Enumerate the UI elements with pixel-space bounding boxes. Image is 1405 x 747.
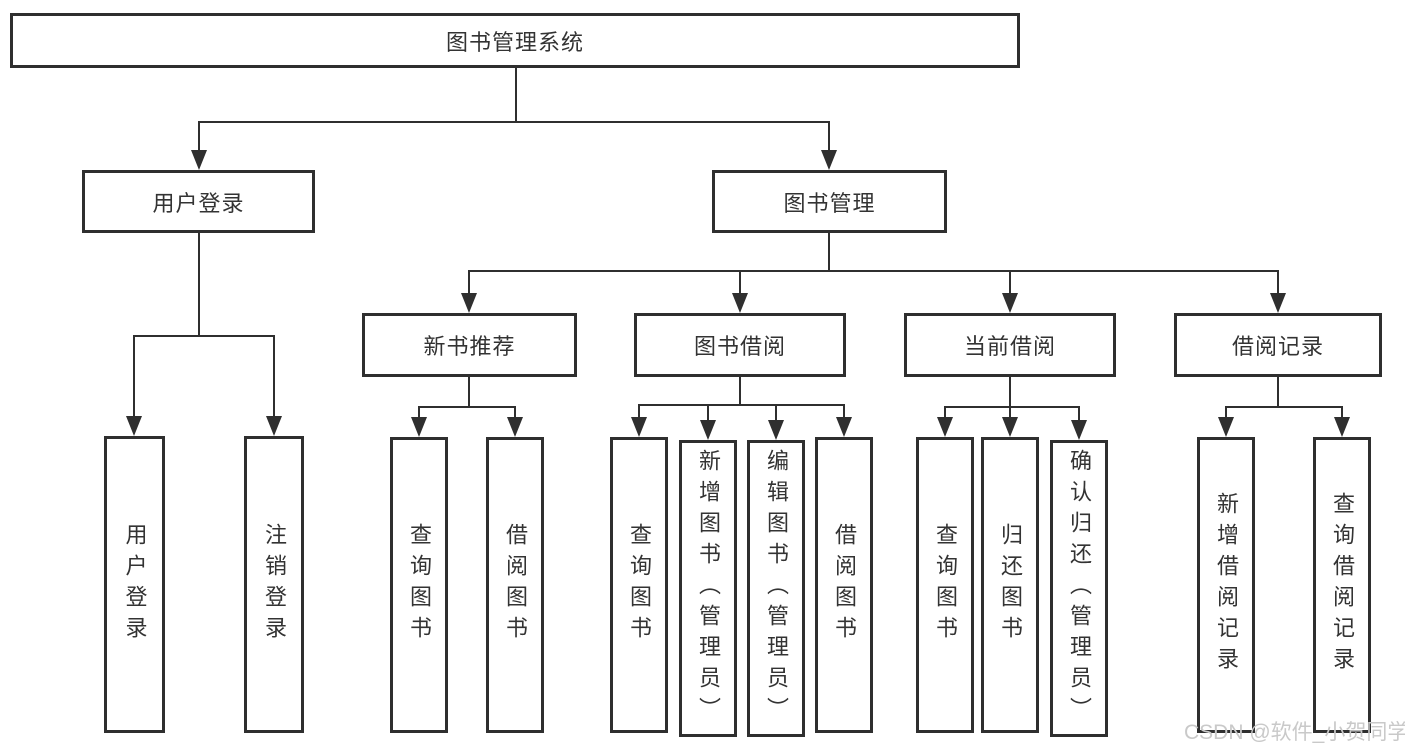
- connector-arrowhead: [1334, 417, 1350, 437]
- connector-arrowhead: [631, 417, 647, 437]
- node-return-book: 归还图书: [981, 437, 1039, 733]
- connector-stem: [739, 377, 741, 406]
- connector-stem: [1009, 377, 1011, 408]
- connector-arrowhead: [768, 420, 784, 440]
- connector-level2-rail: [198, 121, 830, 123]
- connector-arrowhead: [937, 417, 953, 437]
- node-borrow-books-borrowing: 借阅图书: [815, 437, 873, 733]
- node-query-books-current: 查询图书: [916, 437, 974, 733]
- connector-stem: [418, 406, 420, 419]
- node-edit-book-admin: 编辑图书（管理员）: [747, 440, 805, 737]
- connector-stem: [468, 270, 470, 294]
- connector-arrowhead: [126, 416, 142, 436]
- connector-stem: [1078, 406, 1080, 422]
- connector-arrowhead: [1002, 417, 1018, 437]
- node-user-login: 用户登录: [82, 170, 315, 233]
- node-current-borrowing: 当前借阅: [904, 313, 1116, 377]
- connector-arrowhead: [1218, 417, 1234, 437]
- connector-stem: [514, 406, 516, 419]
- node-query-borrow-record: 查询借阅记录: [1313, 437, 1371, 733]
- connector-rail: [418, 406, 516, 408]
- connector-arrowhead: [836, 417, 852, 437]
- node-user-login-leaf: 用户登录: [104, 436, 165, 733]
- node-query-books-borrowing: 查询图书: [610, 437, 668, 733]
- connector-stem: [1225, 406, 1227, 419]
- connector-arrowhead: [461, 293, 477, 313]
- connector-level3-rail: [468, 270, 1279, 272]
- node-new-book-recommend: 新书推荐: [362, 313, 577, 377]
- connector-stem: [739, 270, 741, 294]
- node-borrowing-records: 借阅记录: [1174, 313, 1382, 377]
- connector-root-stem: [515, 68, 517, 122]
- node-add-book-admin: 新增图书（管理员）: [679, 440, 737, 737]
- connector-arrowhead: [507, 417, 523, 437]
- connector-arrowhead: [191, 150, 207, 170]
- connector-stem: [1341, 406, 1343, 419]
- connector-arrowhead: [700, 420, 716, 440]
- node-add-borrow-record: 新增借阅记录: [1197, 437, 1255, 733]
- connector-stem: [1277, 270, 1279, 294]
- connector-arrowhead: [411, 417, 427, 437]
- connector-stem: [1009, 270, 1011, 294]
- connector-arrowhead: [1071, 420, 1087, 440]
- node-library-system: 图书管理系统: [10, 13, 1020, 68]
- node-logout: 注销登录: [244, 436, 304, 733]
- connector-stem: [198, 121, 200, 152]
- connector-stem: [944, 406, 946, 419]
- watermark: CSDN @软件_小贺同学: [1184, 721, 1405, 744]
- connector-arrowhead: [1270, 293, 1286, 313]
- node-confirm-return-admin: 确认归还（管理员）: [1050, 440, 1108, 737]
- node-borrow-books-recommend: 借阅图书: [486, 437, 544, 733]
- connector-stem: [133, 335, 135, 418]
- connector-rail: [638, 404, 845, 406]
- connector-arrowhead: [821, 150, 837, 170]
- connector-rail: [133, 335, 275, 337]
- connector-stem: [1277, 377, 1279, 408]
- node-book-borrowing: 图书借阅: [634, 313, 846, 377]
- connector-arrowhead: [266, 416, 282, 436]
- node-book-management: 图书管理: [712, 170, 947, 233]
- connector-stem: [828, 233, 830, 272]
- connector-rail: [1225, 406, 1343, 408]
- connector-stem: [198, 233, 200, 337]
- connector-arrowhead: [1002, 293, 1018, 313]
- connector-stem: [843, 404, 845, 419]
- connector-stem: [775, 404, 777, 422]
- connector-arrowhead: [732, 293, 748, 313]
- connector-stem: [468, 377, 470, 408]
- connector-stem: [1009, 406, 1011, 419]
- connector-stem: [638, 404, 640, 419]
- connector-stem: [273, 335, 275, 418]
- node-query-books-recommend: 查询图书: [390, 437, 448, 733]
- connector-stem: [707, 404, 709, 422]
- connector-stem: [828, 121, 830, 152]
- connector-rail: [944, 406, 1080, 408]
